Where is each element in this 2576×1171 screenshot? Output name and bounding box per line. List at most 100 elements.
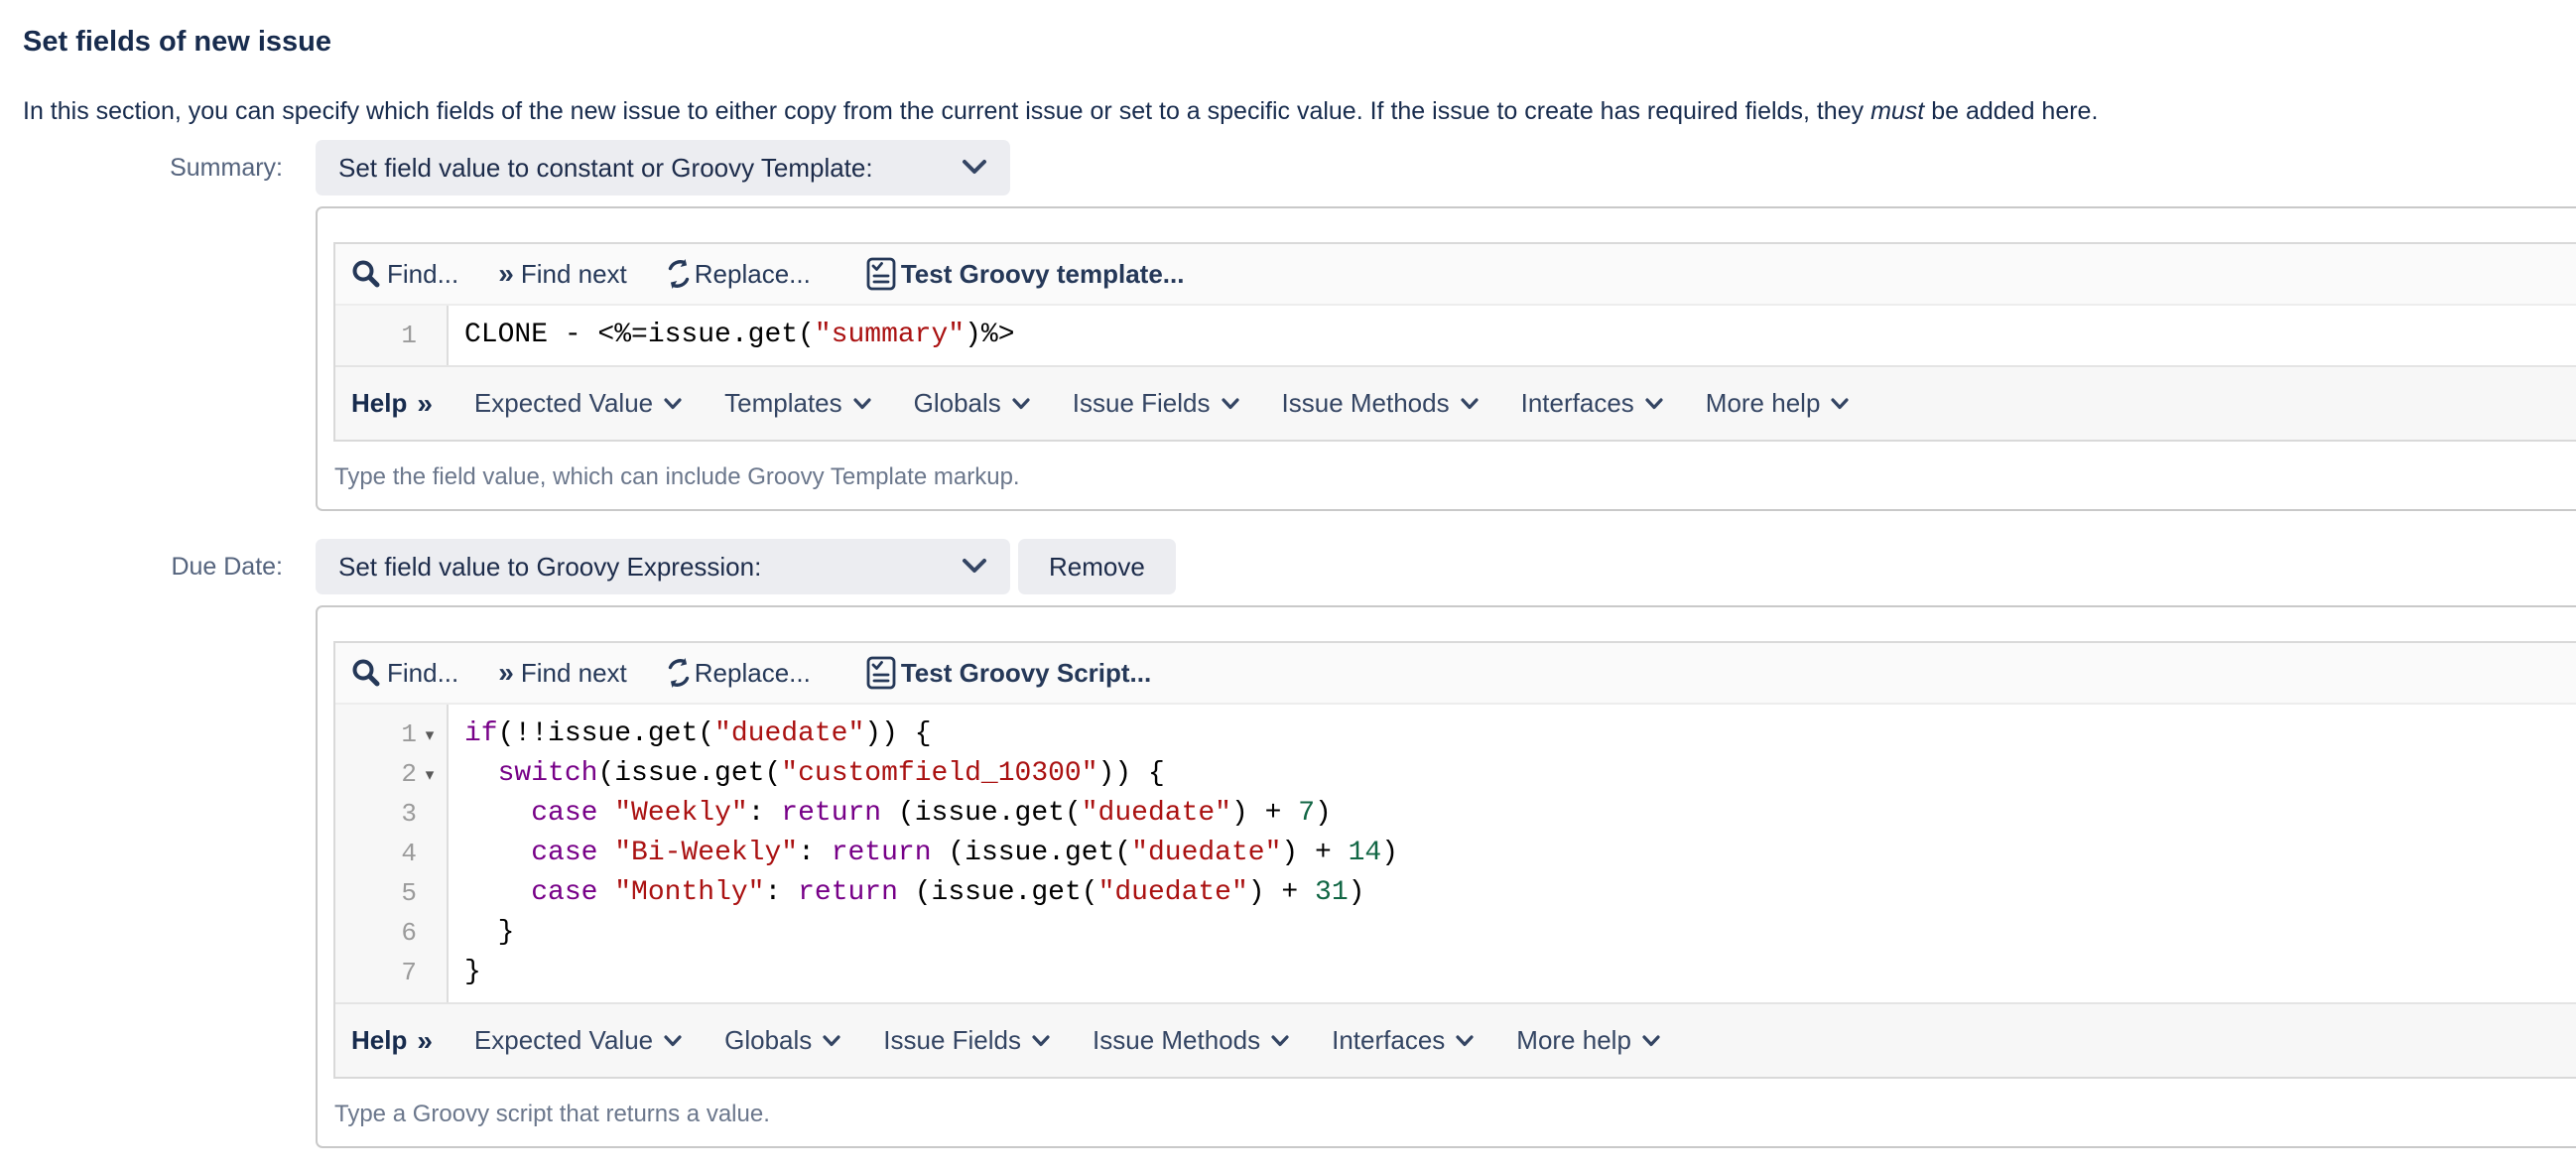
find-next-button[interactable]: » Find next (498, 657, 627, 688)
line-number: 1 (401, 719, 417, 749)
field-row-due-date: Due Date: Set field value to Groovy Expr… (0, 539, 2576, 1148)
code-editor[interactable]: 1 CLONE - <%=issue.get("summary")%> (335, 306, 2576, 365)
chevron-down-icon (664, 1034, 682, 1046)
help-button[interactable]: Help» (351, 1024, 433, 1056)
search-icon (352, 659, 380, 687)
line-number: 4 (401, 839, 417, 868)
chevron-down-icon (823, 1034, 840, 1046)
selected-value: Set field value to constant or Groovy Te… (338, 152, 873, 183)
help-menu-item[interactable]: More help (1516, 1025, 1661, 1056)
replace-button[interactable]: Replace... (663, 657, 811, 689)
test-script-icon (866, 257, 896, 291)
code-line-row: 1▾if(!!issue.get("duedate")) { (335, 715, 2576, 754)
test-groovy-button[interactable]: Test Groovy template... (866, 256, 1184, 292)
code-editor[interactable]: 1▾if(!!issue.get("duedate")) {2▾ switch(… (335, 705, 2576, 1002)
chevron-down-icon (1642, 1034, 1660, 1046)
field-controls: Set field value to constant or Groovy Te… (316, 140, 2576, 195)
chevron-down-icon (1271, 1034, 1289, 1046)
line-gutter: 3 (335, 794, 449, 834)
field-editor-box: Find... » Find next Replace... Test (316, 605, 2576, 1148)
code-line: case "Weekly": return (issue.get("duedat… (531, 798, 1332, 829)
double-chevron-icon: » (417, 387, 433, 419)
help-menu-item[interactable]: Issue Fields (883, 1025, 1051, 1056)
line-number: 5 (401, 878, 417, 908)
code-line-row: 7} (335, 953, 2576, 992)
code-line: case "Bi-Weekly": return (issue.get("due… (531, 838, 1399, 868)
fold-toggle-icon[interactable]: ▾ (425, 724, 435, 744)
chevron-down-icon (853, 397, 871, 409)
page-title: Set fields of new issue (23, 26, 332, 58)
line-gutter: 5 (335, 873, 449, 913)
help-menu-item[interactable]: Interfaces (1332, 1025, 1475, 1056)
double-chevron-icon: » (417, 1024, 433, 1056)
double-chevron-icon: » (498, 258, 514, 289)
line-gutter: 4 (335, 834, 449, 873)
line-gutter: 1▾ (335, 715, 449, 754)
description-emphasis: must (1870, 97, 1925, 125)
chevron-down-icon (963, 160, 986, 174)
line-gutter: 7 (335, 953, 449, 992)
code-line-row: 6 } (335, 913, 2576, 953)
field-row-summary: Summary: Set field value to constant or … (0, 140, 2576, 511)
code-line: } (464, 957, 481, 987)
find-button[interactable]: Find... (350, 657, 458, 689)
code-line-row: 3 case "Weekly": return (issue.get("dued… (335, 794, 2576, 834)
find-button[interactable]: Find... (350, 258, 458, 290)
help-menu-item[interactable]: Issue Fields (1073, 388, 1240, 419)
setter-select[interactable]: Set field value to Groovy Expression: (316, 539, 1010, 594)
chevron-down-icon (963, 559, 986, 573)
help-menu-item[interactable]: Interfaces (1521, 388, 1664, 419)
code-line-row: 1 CLONE - <%=issue.get("summary")%> (335, 316, 2576, 355)
code-line: } (464, 917, 515, 948)
help-menu-item[interactable]: Globals (724, 1025, 841, 1056)
editor-help-bar: Help» Expected Value Globals Issue Fields Is… (335, 1002, 2576, 1077)
field-main: Set field value to Groovy Expression: Re… (316, 539, 2576, 1148)
editor-toolbar: Find... » Find next Replace... Test (335, 643, 2576, 705)
replace-icon (668, 259, 689, 289)
field-hint: Type a Groovy script that returns a valu… (334, 1101, 770, 1127)
help-button[interactable]: Help» (351, 387, 433, 419)
fold-toggle-icon[interactable]: ▾ (425, 764, 435, 784)
test-groovy-button[interactable]: Test Groovy Script... (866, 655, 1151, 691)
groovy-editor: Find... » Find next Replace... Test (333, 242, 2576, 442)
help-menu-item[interactable]: Issue Methods (1093, 1025, 1290, 1056)
page-description: In this section, you can specify which f… (23, 97, 2099, 125)
setter-select[interactable]: Set field value to constant or Groovy Te… (316, 140, 1010, 195)
search-icon (352, 260, 380, 288)
field-label: Summary: (170, 154, 283, 182)
chevron-down-icon (664, 397, 682, 409)
field-label: Due Date: (171, 553, 283, 581)
code-line-row: 2▾ switch(issue.get("customfield_10300")… (335, 754, 2576, 794)
chevron-down-icon (1461, 397, 1479, 409)
field-editor-box: Find... » Find next Replace... Test (316, 206, 2576, 511)
find-next-button[interactable]: » Find next (498, 258, 627, 289)
chevron-down-icon (1221, 397, 1239, 409)
chevron-down-icon (1012, 397, 1030, 409)
field-main: Set field value to constant or Groovy Te… (316, 140, 2576, 511)
line-gutter: 1 (335, 316, 449, 355)
code-line: switch(issue.get("customfield_10300")) { (497, 758, 1165, 789)
line-number: 7 (401, 958, 417, 987)
code-line-row: 4 case "Bi-Weekly": return (issue.get("d… (335, 834, 2576, 873)
line-gutter: 2▾ (335, 754, 449, 794)
help-menu-item[interactable]: Issue Methods (1282, 388, 1480, 419)
help-menu-item[interactable]: Expected Value (474, 388, 683, 419)
code-line: CLONE - <%=issue.get("summary")%> (464, 320, 1015, 350)
help-menu-item[interactable]: Expected Value (474, 1025, 683, 1056)
remove-button[interactable]: Remove (1018, 539, 1176, 594)
line-number: 6 (401, 918, 417, 948)
line-number: 2 (401, 759, 417, 789)
field-hint: Type the field value, which can include … (334, 463, 1020, 490)
replace-icon (668, 658, 689, 688)
help-menu-item[interactable]: Globals (914, 388, 1031, 419)
groovy-editor: Find... » Find next Replace... Test (333, 641, 2576, 1079)
chevron-down-icon (1645, 397, 1663, 409)
editor-toolbar: Find... » Find next Replace... Test (335, 244, 2576, 306)
chevron-down-icon (1456, 1034, 1474, 1046)
chevron-down-icon (1831, 397, 1850, 409)
set-fields-form: Summary: Set field value to constant or … (0, 140, 2576, 1148)
code-line: case "Monthly": return (issue.get("dueda… (531, 877, 1365, 908)
help-menu-item[interactable]: Templates (724, 388, 872, 419)
help-menu-item[interactable]: More help (1706, 388, 1851, 419)
replace-button[interactable]: Replace... (663, 258, 811, 290)
